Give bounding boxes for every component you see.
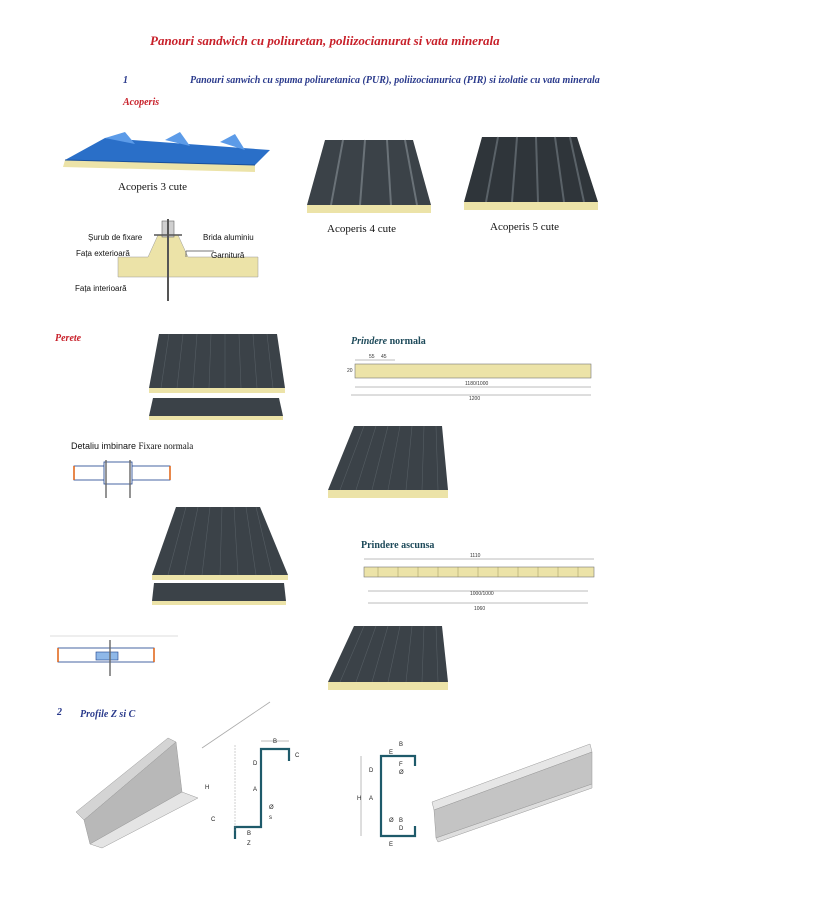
wall-panel-stack-2-image xyxy=(152,506,288,605)
roof-heading: Acoperis xyxy=(123,97,160,108)
label-bracket: Brida aluminiu xyxy=(203,233,254,242)
c-label-o2: Ø xyxy=(389,818,394,824)
wall-heading: Perete xyxy=(55,333,82,344)
c-label-f: F xyxy=(399,762,403,768)
caption-4-cute: Acoperis 4 cute xyxy=(327,223,397,235)
roof-panel-4-image xyxy=(307,139,431,213)
dim-ascunsa-inner: 1000/1000 xyxy=(470,591,494,597)
label-inner-face: Fața interioară xyxy=(75,284,127,293)
z-label-c: C xyxy=(295,753,300,759)
dim-normala-thick: 20 xyxy=(347,368,353,374)
z-label-o: Ø xyxy=(269,805,274,811)
label-screw: Șurub de fixare xyxy=(88,233,143,242)
section-1-number: 1 xyxy=(123,75,128,86)
caption-3-cute: Acoperis 3 cute xyxy=(118,181,188,193)
detail-joint-drawing xyxy=(73,460,171,498)
dim-normala-a: 55 xyxy=(369,354,375,360)
prindere-normala-drawing: 55 45 20 1180/1000 1200 xyxy=(347,354,592,402)
dim-ascunsa-outer: 1060 xyxy=(474,606,485,612)
dim-normala-inner: 1180/1000 xyxy=(465,381,488,387)
page-title: Panouri sandwich cu poliuretan, poliizoc… xyxy=(150,33,500,48)
z-label-c2: C xyxy=(211,817,216,823)
prindere-normala-rest: normala xyxy=(387,336,426,347)
z-label-d: D xyxy=(253,761,258,767)
detail-joint-prefix: Detaliu imbinare xyxy=(71,441,139,451)
dim-normala-outer: 1200 xyxy=(469,396,480,402)
c-label-e: E xyxy=(389,750,393,756)
z-label-a: A xyxy=(253,787,257,793)
c-label-b: B xyxy=(399,742,403,748)
z-profile-section-drawing: B C D H A Ø s C B Z xyxy=(205,739,300,847)
section-1-title: Panouri sanwich cu spuma poliuretanica (… xyxy=(190,75,600,86)
section-2-number: 2 xyxy=(57,707,62,718)
c-profile-section-drawing: B E D F Ø H A Ø B D E xyxy=(357,742,417,848)
z-label-h: H xyxy=(205,785,209,791)
z-label-z: Z xyxy=(247,841,251,847)
label-gasket: Garnitură xyxy=(211,251,245,260)
wall-panel-stack-1-image xyxy=(149,333,285,420)
roof-panel-5-image xyxy=(464,136,598,210)
prindere-normala-italic: Prindere xyxy=(351,336,388,347)
prindere-ascunsa-drawing: 1110 1000/1000 1060 xyxy=(363,553,595,612)
caption-5-cute: Acoperis 5 cute xyxy=(490,221,560,233)
z-label-b2: B xyxy=(247,831,251,837)
dim-normala-b: 45 xyxy=(381,354,387,360)
z-profile-3d-image xyxy=(75,701,271,849)
roof-joint-detail-drawing xyxy=(117,219,259,301)
detail-joint-suffix: Fixare normala xyxy=(138,441,194,451)
z-label-b: B xyxy=(273,739,277,745)
c-profile-3d-image xyxy=(431,743,593,843)
wall-panel-single-2-image xyxy=(328,625,448,690)
c-label-h: H xyxy=(357,796,361,802)
c-label-a: A xyxy=(369,796,373,802)
c-label-d2: D xyxy=(399,826,404,832)
label-outer-face: Fața exterioară xyxy=(76,249,130,258)
detail-joint-label: Detaliu imbinare Fixare normala xyxy=(71,441,193,451)
section-2-title: Profile Z si C xyxy=(80,709,136,720)
c-label-e2: E xyxy=(389,842,393,848)
prindere-normala-heading: Prindere normala xyxy=(351,336,426,347)
roof-panel-3-image xyxy=(63,132,270,172)
c-label-d: D xyxy=(369,768,374,774)
c-label-o: Ø xyxy=(399,770,404,776)
wall-panel-single-1-image xyxy=(328,425,448,498)
dim-ascunsa-top: 1110 xyxy=(470,553,481,559)
z-label-s: s xyxy=(269,815,272,821)
hidden-joint-detail-drawing xyxy=(50,635,178,676)
c-label-b2: B xyxy=(399,818,403,824)
prindere-ascunsa-heading: Prindere ascunsa xyxy=(361,540,435,551)
